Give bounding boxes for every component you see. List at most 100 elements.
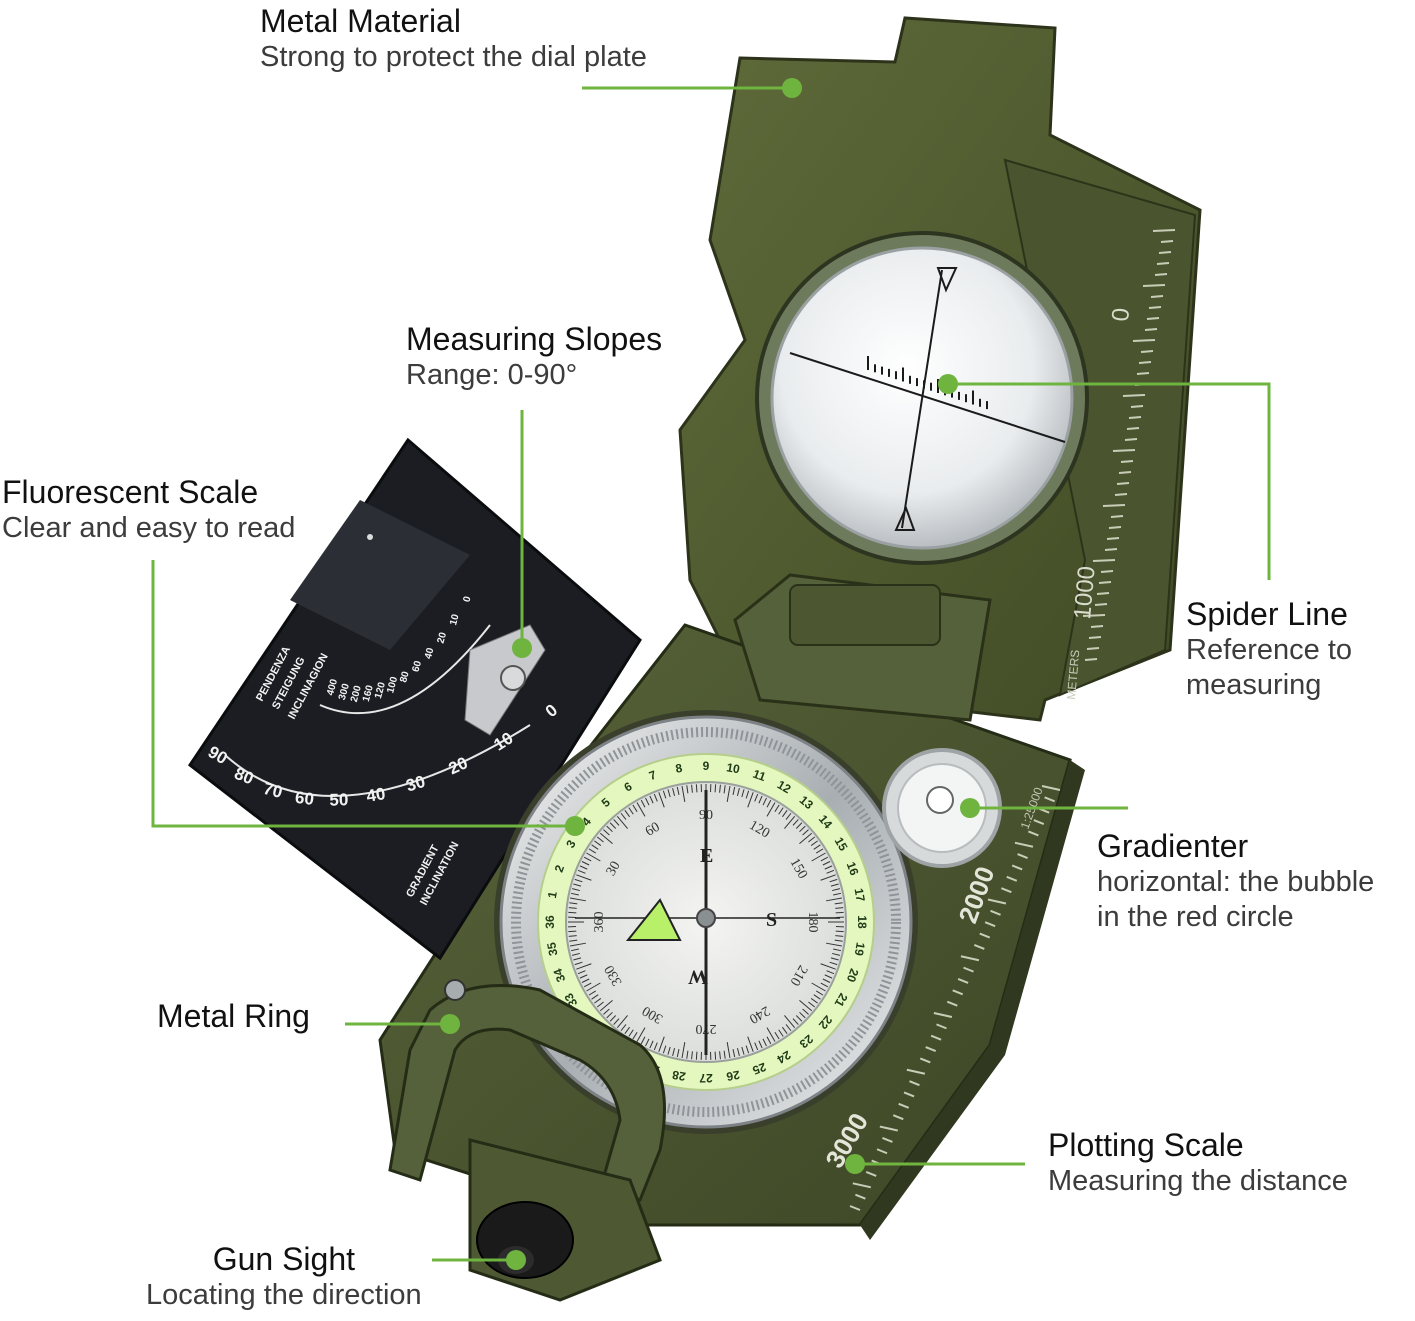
dial-tick xyxy=(569,939,578,942)
base-ruler-tick xyxy=(1011,864,1023,871)
dial-tick xyxy=(586,982,601,992)
dial-tick xyxy=(822,861,831,866)
dial-degree-label: 360 xyxy=(592,912,607,933)
dial-tick xyxy=(577,869,586,874)
dial-tick xyxy=(576,874,592,881)
dial-tick xyxy=(571,888,580,892)
dial-tick xyxy=(778,1029,784,1037)
dial-tick xyxy=(784,1015,796,1029)
callout-subtitle-line-2: measuring xyxy=(1186,669,1322,702)
callout-title: Metal Material xyxy=(260,3,461,39)
dial-tick xyxy=(658,1036,665,1052)
lid-ruler-tick xyxy=(1082,614,1106,617)
dial-tick xyxy=(784,815,796,829)
bezel-number: 16 xyxy=(844,860,862,878)
dial-tick xyxy=(732,786,736,795)
lid-ruler-tick xyxy=(1160,240,1174,243)
callout-title: Metal Ring xyxy=(157,998,310,1034)
spider-line-vertical xyxy=(901,269,943,529)
bezel-number: 2 xyxy=(552,863,568,874)
dial-tick xyxy=(832,888,841,892)
dial-letter-w: W xyxy=(688,966,708,988)
bezel-number: 36 xyxy=(543,915,557,929)
dial-tick xyxy=(736,787,740,796)
bezel-number: 27 xyxy=(699,1071,713,1085)
lid-ruler-tick xyxy=(1130,405,1144,408)
lid-ruler-tick xyxy=(1152,229,1176,232)
dial-tick xyxy=(795,1015,803,1022)
callout-title: Fluorescent Scale xyxy=(2,474,259,510)
dial-tick xyxy=(736,1048,740,1057)
dial-tick xyxy=(829,961,838,966)
callout-title: Gradienter xyxy=(1097,828,1249,864)
dial-tick xyxy=(822,978,831,983)
base-ruler-tick xyxy=(1014,841,1034,848)
dial-tick xyxy=(573,883,582,887)
bezel-number: 15 xyxy=(832,835,851,854)
bezel-number: 21 xyxy=(832,991,851,1010)
bezel-number: 8 xyxy=(674,761,683,776)
bezel-number: 18 xyxy=(855,915,869,929)
dial-tick xyxy=(782,1026,788,1034)
dial-tick xyxy=(811,852,826,862)
dial-tick xyxy=(636,1027,646,1042)
base-ruler-tick xyxy=(979,932,991,939)
dial-tick xyxy=(686,785,689,794)
dial-tick xyxy=(778,807,784,815)
dial-tick xyxy=(570,942,586,947)
dial-tick xyxy=(802,1008,809,1015)
clinometer-percent-label: 100 xyxy=(385,675,400,694)
dial-tick xyxy=(616,815,628,829)
dial-tick xyxy=(686,1050,689,1059)
dial-tick xyxy=(820,874,836,881)
dial-tick xyxy=(766,1036,772,1045)
dial-tick xyxy=(603,829,610,836)
lid-ruler-tick xyxy=(1138,361,1152,364)
dial-tick xyxy=(813,994,821,1000)
bezel-number: 24 xyxy=(774,1048,793,1067)
dial-tick xyxy=(811,982,826,992)
dial-tick xyxy=(676,1049,680,1058)
clinometer-percent-label: 80 xyxy=(398,670,412,684)
base-ruler-tick xyxy=(952,989,964,996)
lid-ruler-tick xyxy=(1116,482,1130,485)
bezel-number: 35 xyxy=(544,941,560,957)
base-ruler-tick xyxy=(865,1171,877,1177)
callout-plotting-scale: Plotting Scale Measuring the distance xyxy=(1048,1126,1348,1199)
dial-tick xyxy=(624,1026,630,1034)
bezel-number: 28 xyxy=(671,1068,687,1084)
dial-tick xyxy=(754,793,759,802)
dial-tick xyxy=(810,840,818,846)
lid-ruler-tick xyxy=(1086,647,1100,650)
dial-tick xyxy=(792,1018,799,1025)
connector-dot-measuring-slopes xyxy=(512,638,532,658)
dial-tick xyxy=(649,795,654,804)
dial-tick xyxy=(747,792,754,808)
base-ruler-tick xyxy=(1033,819,1045,825)
connector-dot-fluorescent-scale xyxy=(565,816,585,836)
connector-dot-metal-ring xyxy=(440,1014,460,1034)
dial-tick xyxy=(613,1018,620,1025)
connector-dot-gradienter xyxy=(960,798,980,818)
dial-tick xyxy=(691,784,693,793)
lid-ruler-tick xyxy=(1110,515,1124,518)
gradienter-bubble xyxy=(882,748,1002,868)
bezel-number: 20 xyxy=(844,967,862,985)
connector-dot-plotting-scale xyxy=(845,1154,865,1174)
lid-ruler-tick xyxy=(1118,471,1132,474)
base-ruler-tick xyxy=(946,1000,958,1007)
dial-tick xyxy=(826,869,835,874)
dial-tick xyxy=(833,948,842,952)
lid-ruler-tick xyxy=(1132,339,1156,342)
dial-tick xyxy=(568,930,577,933)
dial-tick xyxy=(830,883,839,887)
dial-tick xyxy=(616,1015,628,1029)
dial-tick xyxy=(574,961,583,966)
dial-tick xyxy=(747,1036,754,1052)
dial-tick xyxy=(658,792,665,808)
clinometer-percent-label: 40 xyxy=(423,646,437,660)
dial-tick xyxy=(719,784,721,793)
